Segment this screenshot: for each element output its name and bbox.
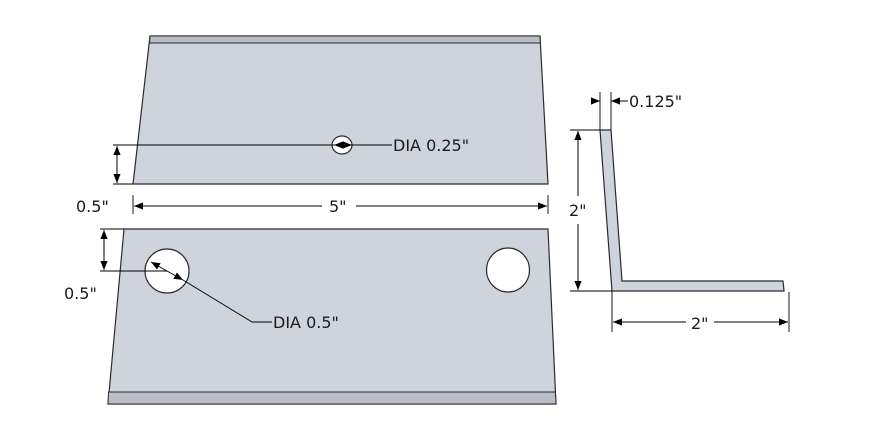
length-label: 5" — [329, 197, 347, 216]
thickness-dimension: 0.125" — [591, 92, 682, 130]
horizontal-leg-label: 2" — [691, 314, 709, 333]
top-plate-face — [132, 35, 549, 185]
large-hole-dia-label: DIA 0.5" — [273, 313, 339, 332]
large-hole-dimension: DIA 0.5" — [150, 261, 339, 332]
large-hole-right — [485, 247, 531, 293]
small-hole-dimension: DIA 0.25" — [334, 136, 469, 155]
bottom-plate-edge — [107, 391, 557, 405]
top-offset-label: 0.5" — [76, 197, 109, 216]
length-dimension: 5" — [132, 195, 549, 216]
thickness-label: 0.125" — [629, 92, 682, 111]
angle-profile — [599, 129, 785, 292]
vertical-leg-label: 2" — [569, 201, 587, 220]
top-plate — [132, 35, 549, 185]
small-hole-dia-label: DIA 0.25" — [393, 136, 469, 155]
vertical-leg-dimension: 2" — [569, 129, 612, 292]
top-plate-edge — [149, 35, 541, 44]
horizontal-leg-dimension: 2" — [611, 291, 790, 333]
bottom-plate — [107, 228, 557, 405]
top-offset-dimension: 0.5" — [76, 144, 334, 216]
bottom-offset-label: 0.5" — [64, 284, 97, 303]
